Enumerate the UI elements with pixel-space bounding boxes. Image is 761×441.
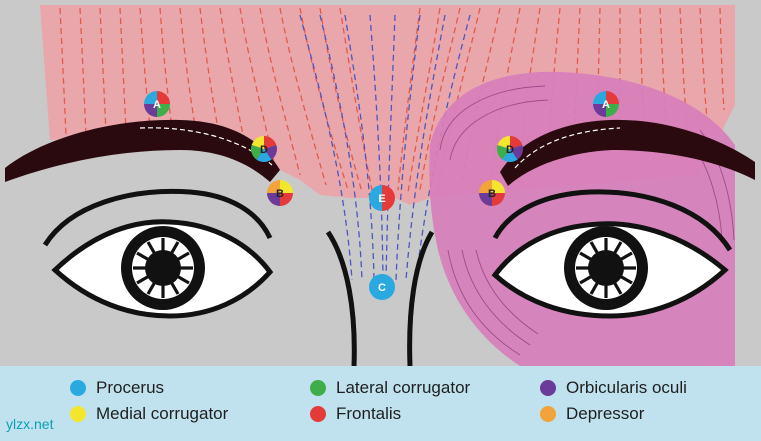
right-eyebrow [500,119,755,186]
point-slice [157,104,170,117]
point-slice [593,104,606,117]
injection-point-e: E [369,185,395,211]
right-brow-guide [514,127,621,169]
left-eye-crease [42,188,273,247]
legend-item-depressor: Depressor [540,404,644,424]
legend-item-medial-corrugator: Medial corrugator [70,404,228,424]
injection-points: A D B E C A D B [144,91,619,300]
injection-point-a: A [593,91,619,117]
legend-label: Orbicularis oculi [566,378,687,397]
point-label: B [488,188,496,200]
legend-label: Depressor [566,404,645,423]
point-slice [502,149,518,163]
point-slice [280,193,293,206]
point-slice [144,104,157,117]
point-slice [497,136,510,149]
point-slice [593,91,606,104]
legend-label: Lateral corrugator [336,378,471,397]
point-slice [479,180,492,193]
point-label: D [506,144,514,156]
point-slice [267,180,280,193]
legend-label: Procerus [96,378,165,397]
point-label: A [153,99,161,111]
injection-point-d: D [497,136,523,163]
legend-swatch-medial-corrugator [70,406,86,422]
point-slice [369,185,382,211]
legend: Procerus Medial corrugator Lateral corru… [0,366,761,441]
orbicularis-region [429,71,735,366]
legend-item-frontalis: Frontalis [310,404,401,424]
point-slice [510,144,523,160]
point-label: B [276,188,284,200]
point-slice [251,136,264,149]
point-slice [144,91,157,104]
point-slice [492,193,505,206]
point-slice [250,144,264,160]
point-label: C [378,282,386,294]
point-slice [606,104,619,117]
injection-point-c: C [369,274,395,300]
legend-swatch-lateral-corrugator [310,380,326,396]
point-slice [382,185,395,211]
point-slice [479,193,492,206]
point-slice [267,193,280,206]
injection-point-b: B [479,180,505,206]
legend-swatch-procerus [70,380,86,396]
left-eyebrow [5,119,280,182]
nose-right [407,230,435,367]
left-iris [121,226,205,310]
legend-swatch-orbicularis-oculi [540,380,556,396]
watermark: ylzx.net [6,416,54,432]
point-slice [280,180,293,193]
right-iris [564,226,648,310]
injection-point-b: B [267,180,293,206]
legend-label: Medial corrugator [96,404,229,423]
legend-label: Frontalis [336,404,402,423]
point-label: E [378,193,385,205]
right-eye-crease [492,189,733,252]
legend-item-procerus: Procerus [70,378,164,398]
point-label: A [602,99,610,111]
procerus-lines [299,14,471,281]
point-slice [497,144,510,160]
left-brow-guide [139,127,273,166]
legend-item-lateral-corrugator: Lateral corrugator [310,378,470,398]
nose-left [325,230,357,367]
legend-swatch-depressor [540,406,556,422]
point-slice [256,149,272,163]
injection-point-d: D [250,136,277,163]
point-slice [369,274,395,300]
point-slice [606,91,619,104]
point-slice [492,180,505,193]
injection-point-a: A [144,91,170,117]
legend-swatch-frontalis [310,406,326,422]
legend-item-orbicularis-oculi: Orbicularis oculi [540,378,687,398]
point-slice [264,144,277,160]
point-slice [264,136,277,149]
point-slice [510,136,523,149]
point-slice [157,91,170,104]
point-label: D [260,144,268,156]
